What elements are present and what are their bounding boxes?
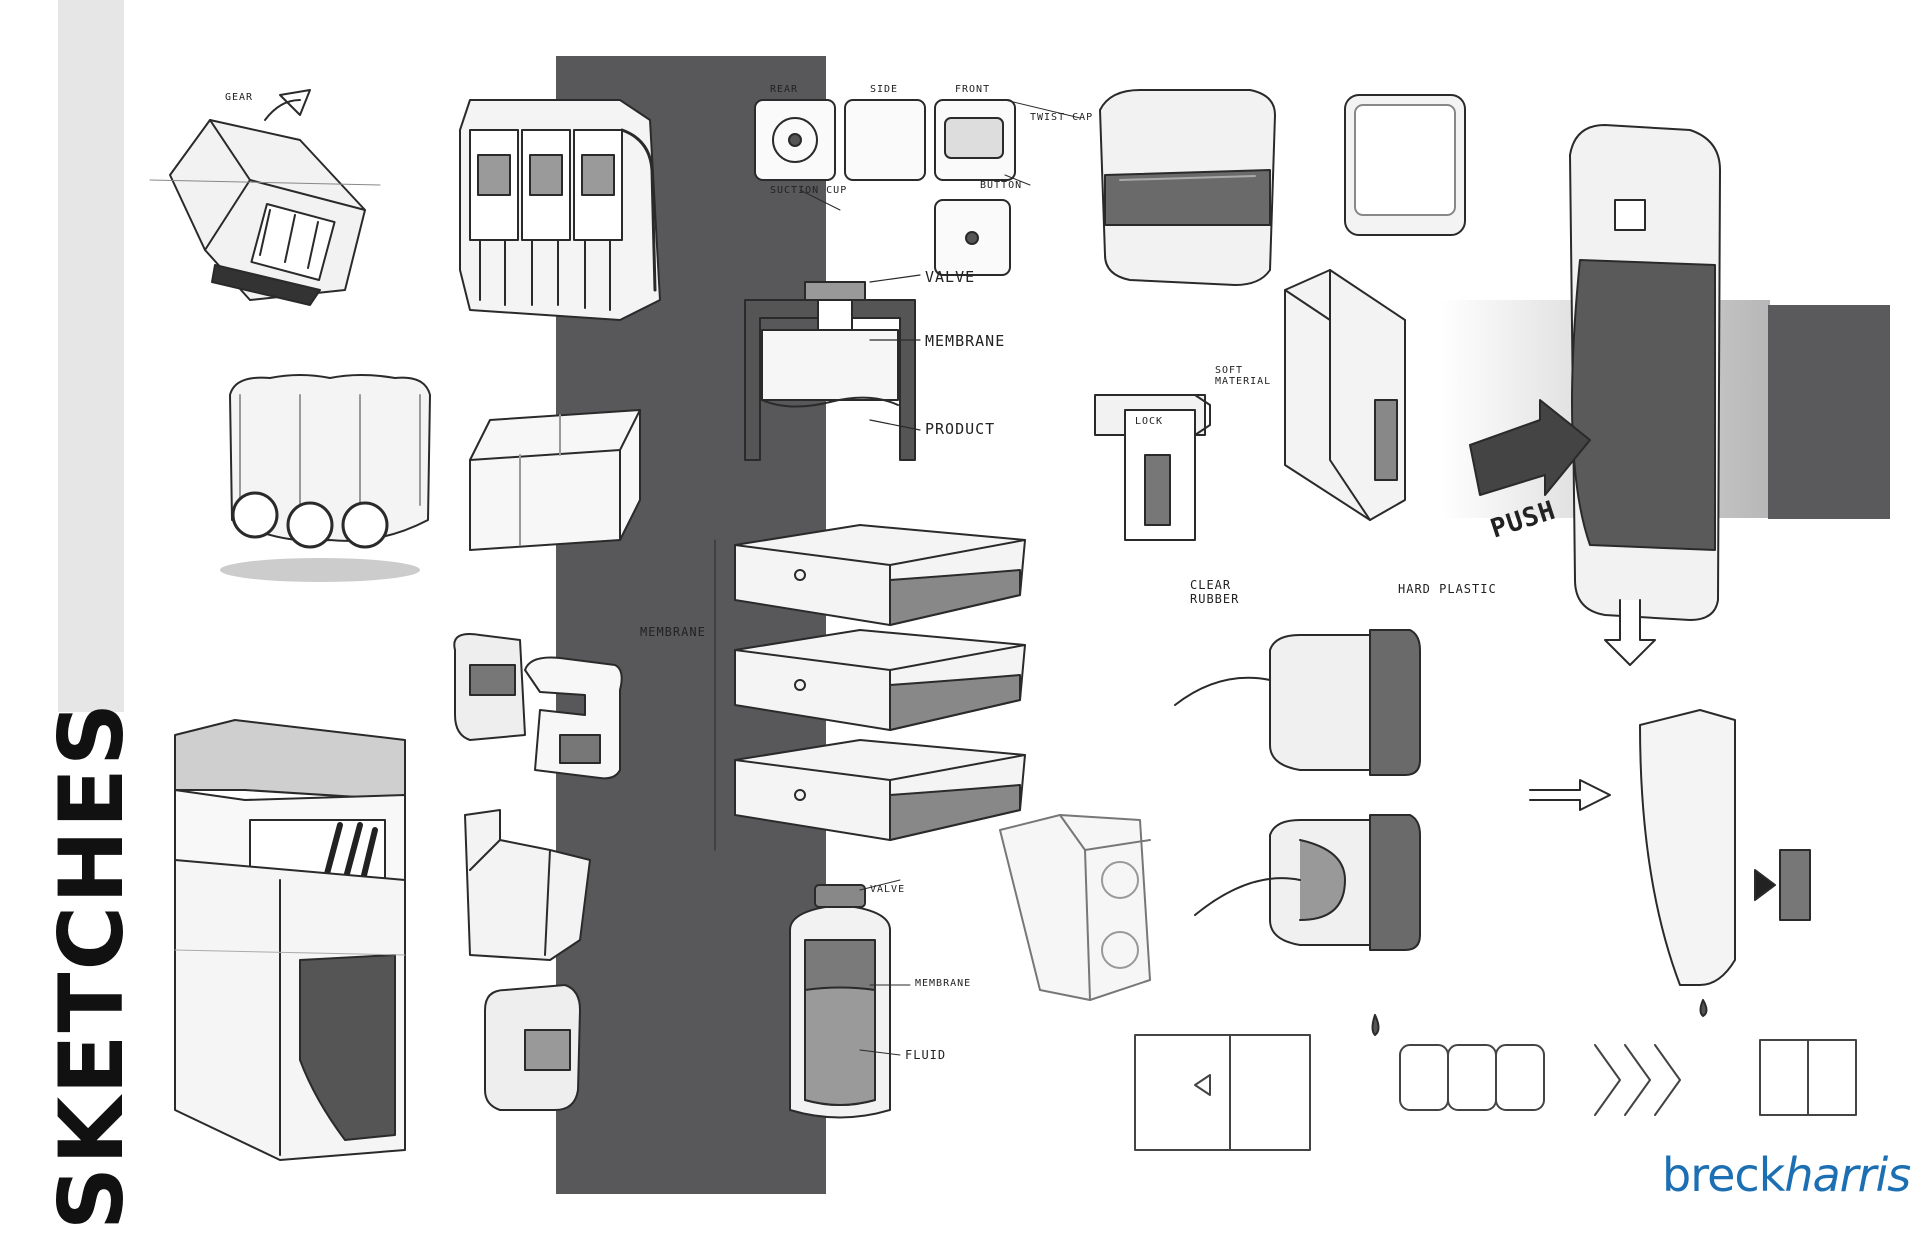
sketch-push-dispenser [1469,124,1721,666]
sketch-stacked-layers [714,524,1026,851]
label-twist-cap: TWIST CAP [1030,112,1094,123]
sketch-section-valve [744,274,921,461]
label-side: SIDE [870,84,899,95]
label-hard-plastic: HARD PLASTIC [1398,582,1497,596]
sketch-angled-dispenser [149,89,381,306]
sketch-three-views [754,99,1081,276]
sketch-capsule-box [484,984,581,1111]
label-valve: VALVE [925,268,976,286]
sketch-triple-dispenser [459,99,661,321]
label-gear: GEAR [225,92,254,103]
brand-logo-part2: harris [1784,1148,1911,1202]
label-product: PRODUCT [925,420,996,438]
label-membrane-layers: MEMBRANE [640,625,706,639]
label-suction-cup: SUCTION CUP [770,185,848,196]
label-rear: REAR [770,84,799,95]
sketch-c-shape-dispensers [453,633,623,780]
sketch-rubber-plastic [1174,629,1421,1036]
label-valve-cylinder: VALVE [870,884,906,895]
sketch-vertical-triple [1284,269,1406,521]
sketch-cube-dispenser [1099,89,1276,286]
label-lock: LOCK [1135,416,1164,427]
label-fluid: FLUID [905,1048,947,1062]
label-soft-material: SOFT MATERIAL [1215,365,1272,387]
brand-logo: breckharris [1662,1148,1911,1202]
title-bar-background [58,0,124,712]
label-clear-rubber: CLEAR RUBBER [1190,578,1240,606]
sketch-small-box [1344,94,1466,236]
sketch-bent-box [464,809,591,961]
sketch-side-profile [1529,709,1811,1017]
sketch-long-box [469,409,641,551]
sketch-wedge-dispenser [999,814,1151,1001]
sketch-tall-dispenser [174,719,406,1161]
sketch-lock [1094,394,1211,541]
sketch-thumbnails [1134,1034,1857,1151]
label-front: FRONT [955,84,991,95]
label-membrane-cylinder: MEMBRANE [915,978,972,989]
dark-band-right [1768,305,1890,519]
label-button: BUTTON [980,180,1023,191]
label-membrane: MEMBRANE [925,332,1006,350]
brand-logo-part1: breck [1662,1148,1785,1202]
sketch-cylinder-cutaway [789,879,911,1119]
sketch-round-dispenser [220,374,431,582]
